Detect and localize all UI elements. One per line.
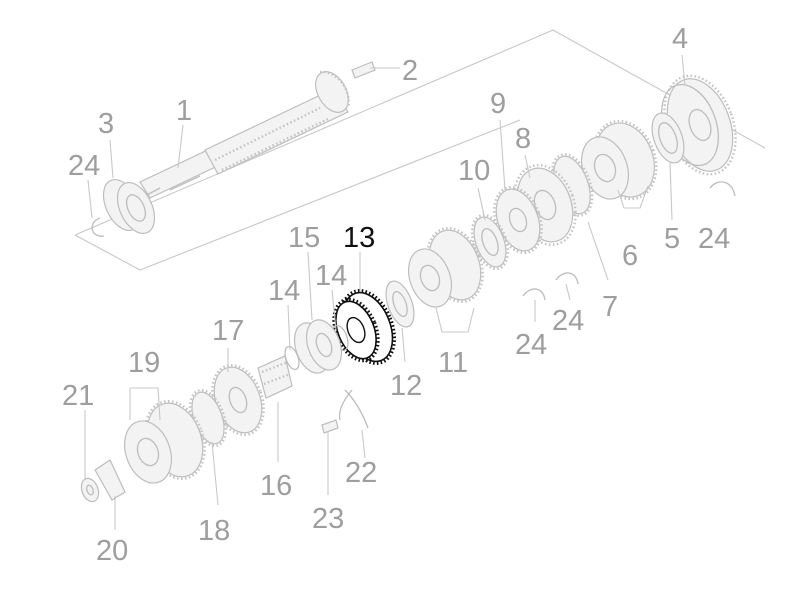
- callout-17: 17: [212, 315, 244, 347]
- part-20-lock-plate[interactable]: [94, 459, 126, 501]
- part-12-ring[interactable]: [381, 277, 420, 330]
- callout-23: 23: [312, 503, 344, 535]
- part-11-synchro-hub[interactable]: [401, 220, 492, 313]
- callout-18: 18: [198, 515, 230, 547]
- part-1-shaft[interactable]: [139, 66, 355, 199]
- callout-6: 6: [622, 240, 638, 272]
- part-23-screw[interactable]: [321, 419, 339, 434]
- part-2-pin[interactable]: [351, 61, 376, 79]
- callout-1: 1: [176, 95, 192, 127]
- callout-24c: 24: [552, 305, 584, 337]
- callout-14b: 14: [268, 275, 300, 307]
- callout-8: 8: [515, 123, 531, 155]
- part-24-circlip-d[interactable]: [709, 181, 736, 197]
- callout-24a: 24: [68, 150, 100, 182]
- part-24-circlip-c[interactable]: [555, 272, 579, 285]
- callout-19: 19: [128, 347, 160, 379]
- callout-10: 10: [458, 155, 490, 187]
- callout-13: 13: [343, 222, 375, 254]
- callout-20: 20: [96, 535, 128, 567]
- callout-3: 3: [98, 108, 114, 140]
- part-24-circlip-a[interactable]: [91, 217, 105, 237]
- part-19-synchro-hub[interactable]: [116, 393, 215, 490]
- callout-9: 9: [490, 88, 506, 120]
- part-5-ring[interactable]: [646, 109, 690, 167]
- callout-24d: 24: [698, 223, 730, 255]
- callout-4: 4: [672, 23, 688, 55]
- part-13-gear-highlighted[interactable]: [325, 283, 404, 371]
- part-15-bearing[interactable]: [288, 315, 348, 378]
- part-22-clip[interactable]: [338, 389, 369, 429]
- leader-lines: [84, 54, 686, 530]
- callout-11: 11: [438, 347, 468, 379]
- part-21-nut[interactable]: [78, 476, 101, 504]
- callout-12: 12: [390, 370, 422, 402]
- callout-24b: 24: [515, 329, 547, 361]
- callout-21: 21: [62, 380, 94, 412]
- callout-7: 7: [602, 291, 618, 323]
- part-24-circlip-b[interactable]: [522, 288, 546, 301]
- part-6-synchro-hub[interactable]: [573, 112, 666, 208]
- callout-5: 5: [664, 223, 680, 255]
- callout-22: 22: [345, 457, 377, 489]
- part-10-synchro-ring[interactable]: [465, 210, 514, 274]
- callout-14a: 14: [315, 260, 347, 292]
- part-16-needle-bearing[interactable]: [257, 355, 293, 399]
- callout-16: 16: [260, 470, 292, 502]
- part-3-bearing[interactable]: [96, 174, 162, 239]
- callout-labels: 1 2 3 24 4 9 8 10 5 24 6 7 13 15 14 14 2…: [62, 23, 730, 567]
- callout-15: 15: [288, 222, 320, 254]
- callout-2: 2: [402, 55, 418, 87]
